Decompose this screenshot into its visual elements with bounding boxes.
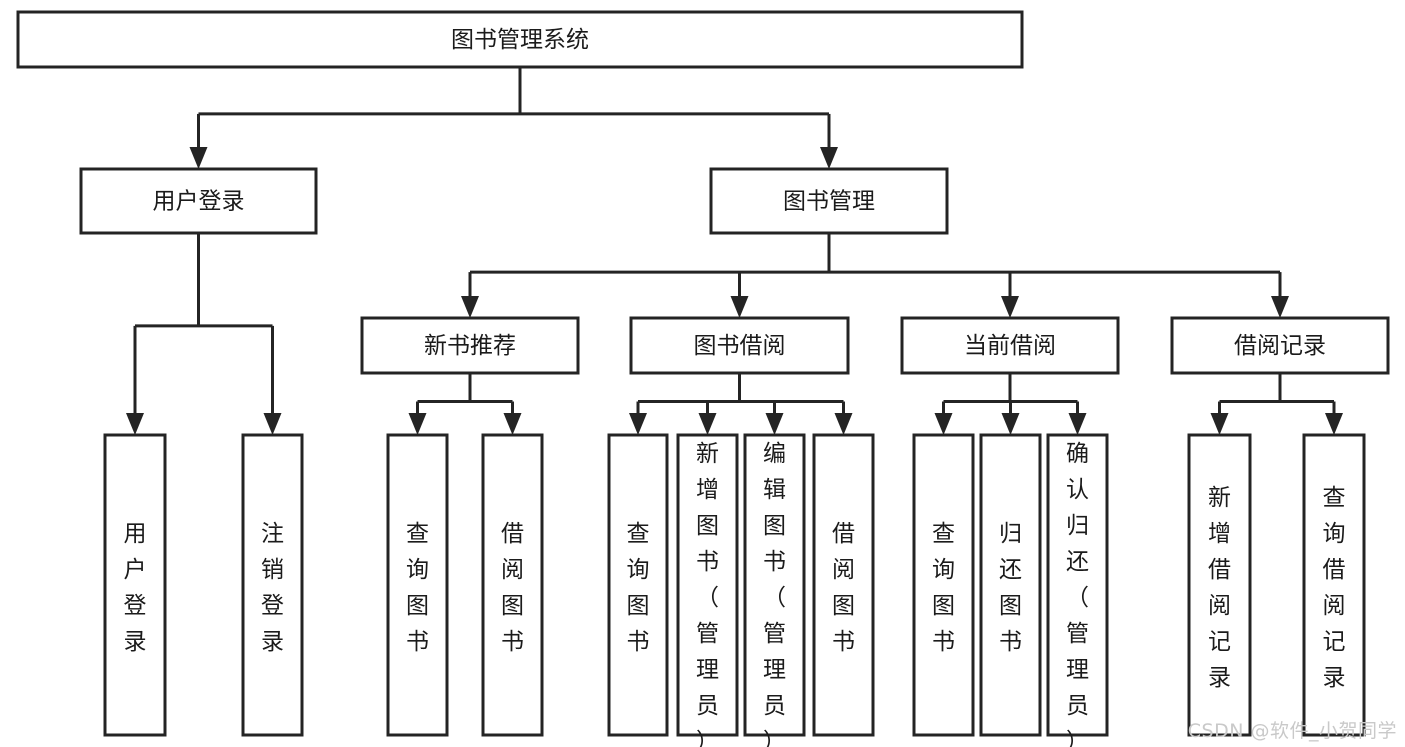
- node-user-login[interactable]: 用户登录: [79, 167, 318, 235]
- node-box-book-borrow[interactable]: [629, 316, 850, 375]
- connector-group-book-manage: [461, 233, 1289, 318]
- node-label-leaf-logout: 注销登录: [261, 521, 284, 655]
- node-box-leaf-confirm-return[interactable]: [1046, 433, 1109, 737]
- node-label-leaf-edit-book: 编辑图书（管理员）: [763, 441, 786, 747]
- node-leaf-confirm-return[interactable]: 确认归还（管理员）: [1046, 433, 1109, 747]
- arrow-head-icon: [834, 413, 853, 435]
- node-label-current-borrow: 当前借阅: [964, 333, 1056, 359]
- node-book-manage[interactable]: 图书管理: [709, 167, 949, 235]
- node-box-leaf-borrow-book-rec[interactable]: [481, 433, 544, 737]
- arrow-head-icon: [408, 413, 427, 435]
- node-box-leaf-add-book[interactable]: [676, 433, 739, 737]
- node-label-root: 图书管理系统: [451, 27, 589, 53]
- node-label-user-login: 用户登录: [153, 189, 245, 215]
- node-label-leaf-confirm-return: 确认归还（管理员）: [1066, 441, 1089, 747]
- node-leaf-edit-book[interactable]: 编辑图书（管理员）: [743, 433, 806, 747]
- node-label-leaf-query-book-rec: 查询图书: [406, 521, 429, 655]
- arrow-head-icon: [698, 413, 717, 435]
- watermark-label: CSDN @软件_小贺同学: [1187, 720, 1397, 742]
- node-box-leaf-logout[interactable]: [241, 433, 304, 737]
- node-label-leaf-borrow-book: 借阅图书: [832, 521, 855, 655]
- node-box-leaf-query-record[interactable]: [1302, 433, 1366, 737]
- node-leaf-logout[interactable]: 注销登录: [241, 433, 304, 737]
- node-label-leaf-add-record: 新增借阅记录: [1208, 485, 1231, 691]
- arrow-head-icon: [263, 413, 282, 435]
- node-current-borrow[interactable]: 当前借阅: [900, 316, 1120, 375]
- node-leaf-borrow-book-rec[interactable]: 借阅图书: [481, 433, 544, 737]
- node-box-leaf-add-record[interactable]: [1187, 433, 1252, 737]
- node-label-book-borrow: 图书借阅: [694, 333, 786, 359]
- node-label-leaf-query-book-borrow: 查询图书: [627, 521, 650, 655]
- node-label-new-book-recommend: 新书推荐: [424, 333, 516, 359]
- arrow-head-icon: [189, 147, 208, 169]
- arrow-head-icon: [1001, 296, 1019, 318]
- node-box-root[interactable]: [16, 10, 1024, 69]
- node-box-leaf-borrow-book[interactable]: [812, 433, 875, 737]
- node-label-book-manage: 图书管理: [783, 189, 875, 215]
- node-box-leaf-query-book-borrow[interactable]: [607, 433, 669, 737]
- arrow-head-icon: [934, 413, 953, 435]
- node-box-current-borrow[interactable]: [900, 316, 1120, 375]
- connector-group-root: [189, 67, 838, 169]
- arrow-head-icon: [765, 413, 784, 435]
- node-label-borrow-record: 借阅记录: [1234, 333, 1326, 359]
- node-box-leaf-query-book-rec[interactable]: [386, 433, 449, 737]
- node-label-leaf-user-login: 用户登录: [124, 521, 147, 655]
- nodes-layer: 图书管理系统用户登录图书管理新书推荐图书借阅当前借阅借阅记录用户登录注销登录查询…: [16, 10, 1390, 747]
- arrow-head-icon: [1068, 413, 1087, 435]
- connector-group-user-login: [126, 233, 282, 435]
- connector-group-new-book-recommend: [408, 373, 522, 435]
- node-box-borrow-record[interactable]: [1170, 316, 1390, 375]
- arrow-head-icon: [820, 147, 838, 169]
- node-leaf-add-book[interactable]: 新增图书（管理员）: [676, 433, 739, 747]
- node-leaf-query-book-borrow[interactable]: 查询图书: [607, 433, 669, 737]
- node-box-leaf-edit-book[interactable]: [743, 433, 806, 737]
- arrow-head-icon: [730, 296, 749, 318]
- arrow-head-icon: [1271, 296, 1289, 318]
- arrow-head-icon: [1210, 413, 1229, 435]
- node-leaf-query-record[interactable]: 查询借阅记录: [1302, 433, 1366, 737]
- connector-group-borrow-record: [1210, 373, 1343, 435]
- node-leaf-borrow-book[interactable]: 借阅图书: [812, 433, 875, 737]
- node-borrow-record[interactable]: 借阅记录: [1170, 316, 1390, 375]
- arrow-head-icon: [629, 413, 647, 435]
- arrow-head-icon: [1325, 413, 1343, 435]
- arrow-head-icon: [503, 413, 522, 435]
- node-box-leaf-query-book-cur[interactable]: [912, 433, 975, 737]
- node-leaf-user-login[interactable]: 用户登录: [103, 433, 167, 737]
- connectors-layer: [126, 67, 1343, 435]
- node-book-borrow[interactable]: 图书借阅: [629, 316, 850, 375]
- node-box-user-login[interactable]: [79, 167, 318, 235]
- node-label-leaf-add-book: 新增图书（管理员）: [696, 441, 719, 747]
- node-leaf-query-book-cur[interactable]: 查询图书: [912, 433, 975, 737]
- node-label-leaf-return-book: 归还图书: [999, 521, 1022, 655]
- node-label-leaf-query-book-cur: 查询图书: [932, 521, 955, 655]
- node-leaf-add-record[interactable]: 新增借阅记录: [1187, 433, 1252, 737]
- node-box-new-book-recommend[interactable]: [360, 316, 580, 375]
- node-leaf-query-book-rec[interactable]: 查询图书: [386, 433, 449, 737]
- connector-group-book-borrow: [629, 373, 853, 435]
- node-label-leaf-borrow-book-rec: 借阅图书: [501, 521, 524, 655]
- arrow-head-icon: [126, 413, 144, 435]
- node-label-leaf-query-record: 查询借阅记录: [1323, 485, 1346, 691]
- node-new-book-recommend[interactable]: 新书推荐: [360, 316, 580, 375]
- node-leaf-return-book[interactable]: 归还图书: [979, 433, 1042, 737]
- node-root[interactable]: 图书管理系统: [16, 10, 1024, 69]
- node-box-leaf-user-login[interactable]: [103, 433, 167, 737]
- arrow-head-icon: [461, 296, 479, 318]
- arrow-head-icon: [1001, 413, 1020, 435]
- node-box-leaf-return-book[interactable]: [979, 433, 1042, 737]
- node-box-book-manage[interactable]: [709, 167, 949, 235]
- connector-group-current-borrow: [934, 373, 1087, 435]
